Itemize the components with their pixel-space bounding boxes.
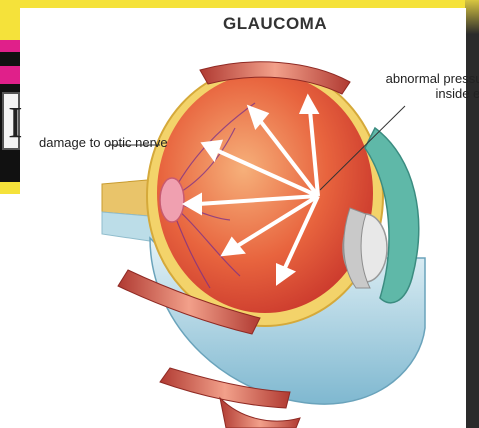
optic-disc [160,178,184,222]
diagram-title: GLAUCOMA [223,14,327,34]
logo-glyph: I [8,98,23,148]
background-strip-right [465,0,479,428]
label-optic-nerve: damage to optic nerve [39,135,168,150]
background-stripe-magenta-2 [0,66,22,84]
partial-logo-box: I [2,92,20,150]
diagram-card: GLAUCOMA damage to optic nerve abnormal … [20,8,466,428]
label-pressure-line2: inside eye [382,86,479,101]
background-stripe-yellow [0,182,22,194]
label-pressure: abnormal pressure inside eye [382,71,479,101]
background-stripe-magenta [0,40,22,52]
label-pressure-line1: abnormal pressure [382,71,479,86]
eye-interior [157,73,373,313]
